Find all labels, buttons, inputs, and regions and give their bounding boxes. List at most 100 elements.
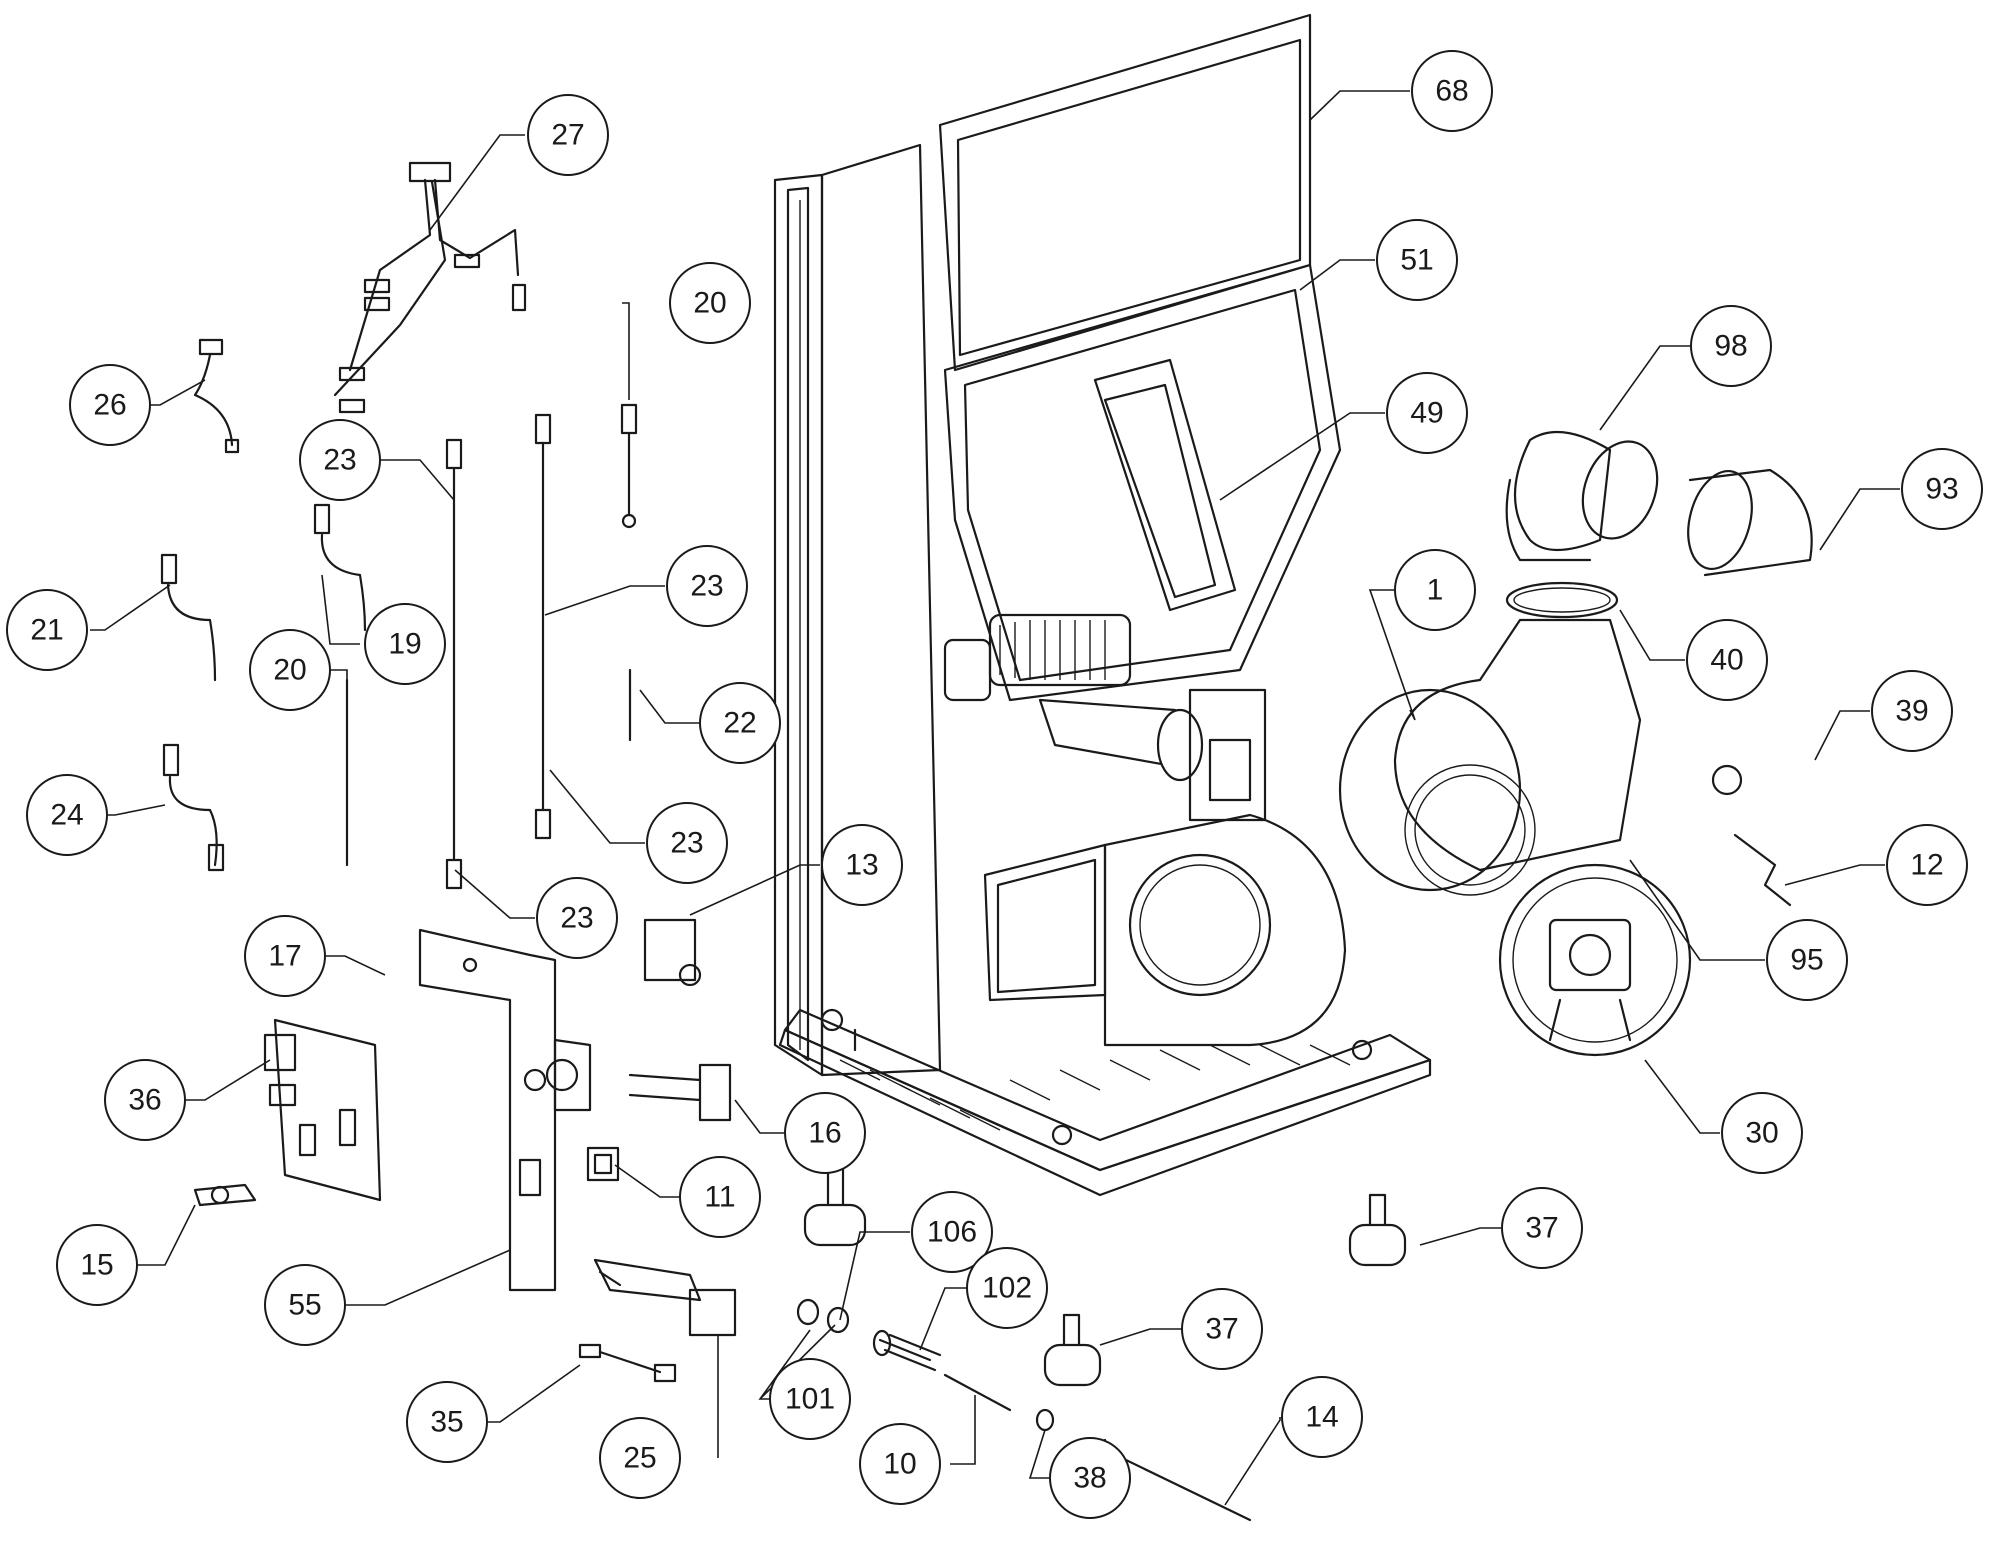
wire-lead-21 [160, 553, 217, 682]
callout-14: 14 [1281, 1376, 1363, 1458]
callout-95: 95 [1766, 919, 1848, 1001]
callout-15: 15 [56, 1224, 138, 1306]
callout-circle [911, 1191, 993, 1273]
callout-label: 16 [808, 1117, 841, 1150]
callout-10: 10 [859, 1423, 941, 1505]
callout-label: 27 [551, 119, 584, 152]
callout-circle [536, 877, 618, 959]
callout-25: 25 [599, 1417, 681, 1499]
callout-circle [249, 629, 331, 711]
callout-circle [1721, 1092, 1803, 1174]
callout-106: 106 [911, 1191, 993, 1273]
stove-chassis [773, 13, 1432, 1197]
callout-label: 12 [1910, 849, 1943, 882]
leveling-foot-mid [1043, 1313, 1102, 1387]
thermal-disc [193, 1183, 257, 1207]
ignitor-element [628, 1063, 732, 1122]
callout-51: 51 [1376, 219, 1458, 301]
callout-39: 39 [1871, 670, 1953, 752]
callout-label: 102 [982, 1272, 1032, 1305]
callout-circle [69, 364, 151, 446]
callout-27: 27 [527, 94, 609, 176]
callout-circle [679, 1156, 761, 1238]
callout-30: 30 [1721, 1092, 1803, 1174]
callout-20: 20 [669, 262, 751, 344]
callout-circle [646, 802, 728, 884]
blower-motor [1498, 863, 1692, 1057]
callout-label: 11 [704, 1181, 735, 1214]
callout-circle [1386, 372, 1468, 454]
callout-circle [299, 419, 381, 501]
callout-label: 30 [1745, 1117, 1778, 1150]
callout-label: 14 [1305, 1401, 1338, 1434]
callout-circle [769, 1358, 851, 1440]
callout-93: 93 [1901, 448, 1983, 530]
callout-circle [264, 1264, 346, 1346]
callout-49: 49 [1386, 372, 1468, 454]
callout-circle [599, 1417, 681, 1499]
callout-21: 21 [6, 589, 88, 671]
callout-label: 101 [785, 1383, 835, 1416]
auger-nut [796, 1298, 850, 1334]
callout-37: 37 [1181, 1288, 1263, 1370]
callout-35: 35 [406, 1381, 488, 1463]
callout-label: 17 [268, 940, 301, 973]
wire-lead-24 [162, 743, 225, 872]
callout-label: 19 [388, 628, 421, 661]
callout-22: 22 [699, 682, 781, 764]
callout-label: 35 [430, 1406, 463, 1439]
callout-40: 40 [1686, 619, 1768, 701]
control-board [263, 1018, 382, 1202]
callout-98: 98 [1690, 305, 1772, 387]
callout-label: 55 [288, 1289, 321, 1322]
wire-lead-26 [193, 338, 240, 454]
callout-circle [1901, 448, 1983, 530]
callout-label: 20 [273, 654, 306, 687]
callout-label: 21 [30, 614, 63, 647]
callout-label: 15 [80, 1249, 113, 1282]
callout-circle [1049, 1437, 1131, 1519]
callout-circle [784, 1092, 866, 1174]
combustion-blower-housing [1338, 618, 1642, 896]
vacuum-switch-assembly [593, 1258, 737, 1337]
pressure-switch [643, 918, 702, 987]
callout-circle [1181, 1288, 1263, 1370]
callout-label: 68 [1435, 75, 1468, 108]
callout-circle [1886, 824, 1968, 906]
pipe-coupler [1687, 468, 1813, 577]
callout-13: 13 [821, 824, 903, 906]
callout-label: 23 [670, 827, 703, 860]
callout-circle [859, 1423, 941, 1505]
callout-label: 22 [723, 707, 756, 740]
callout-circle [406, 1381, 488, 1463]
callout-23: 23 [536, 877, 618, 959]
callout-label: 93 [1925, 473, 1958, 506]
callout-circle [6, 589, 88, 671]
auger-shaft [943, 1373, 1012, 1412]
callout-circle [821, 824, 903, 906]
callout-label: 38 [1073, 1462, 1106, 1495]
callout-19: 19 [364, 603, 446, 685]
callout-36: 36 [104, 1059, 186, 1141]
callout-label: 37 [1525, 1212, 1558, 1245]
callout-label: 23 [690, 570, 723, 603]
callout-12: 12 [1886, 824, 1968, 906]
callout-16: 16 [784, 1092, 866, 1174]
callout-circle [104, 1059, 186, 1141]
callout-label: 24 [50, 799, 83, 832]
gasket-ring [1505, 581, 1619, 619]
callout-23: 23 [646, 802, 728, 884]
callout-label: 49 [1410, 397, 1443, 430]
callout-102: 102 [966, 1247, 1048, 1329]
callout-label: 98 [1714, 330, 1747, 363]
callout-circle [699, 682, 781, 764]
callout-label: 36 [128, 1084, 161, 1117]
callout-circle [364, 603, 446, 685]
wire-lead-35 [578, 1343, 677, 1383]
callout-label: 39 [1895, 695, 1928, 728]
jumper-wire-long-1 [445, 438, 463, 890]
callout-circle [1394, 549, 1476, 631]
callout-label: 40 [1710, 644, 1743, 677]
